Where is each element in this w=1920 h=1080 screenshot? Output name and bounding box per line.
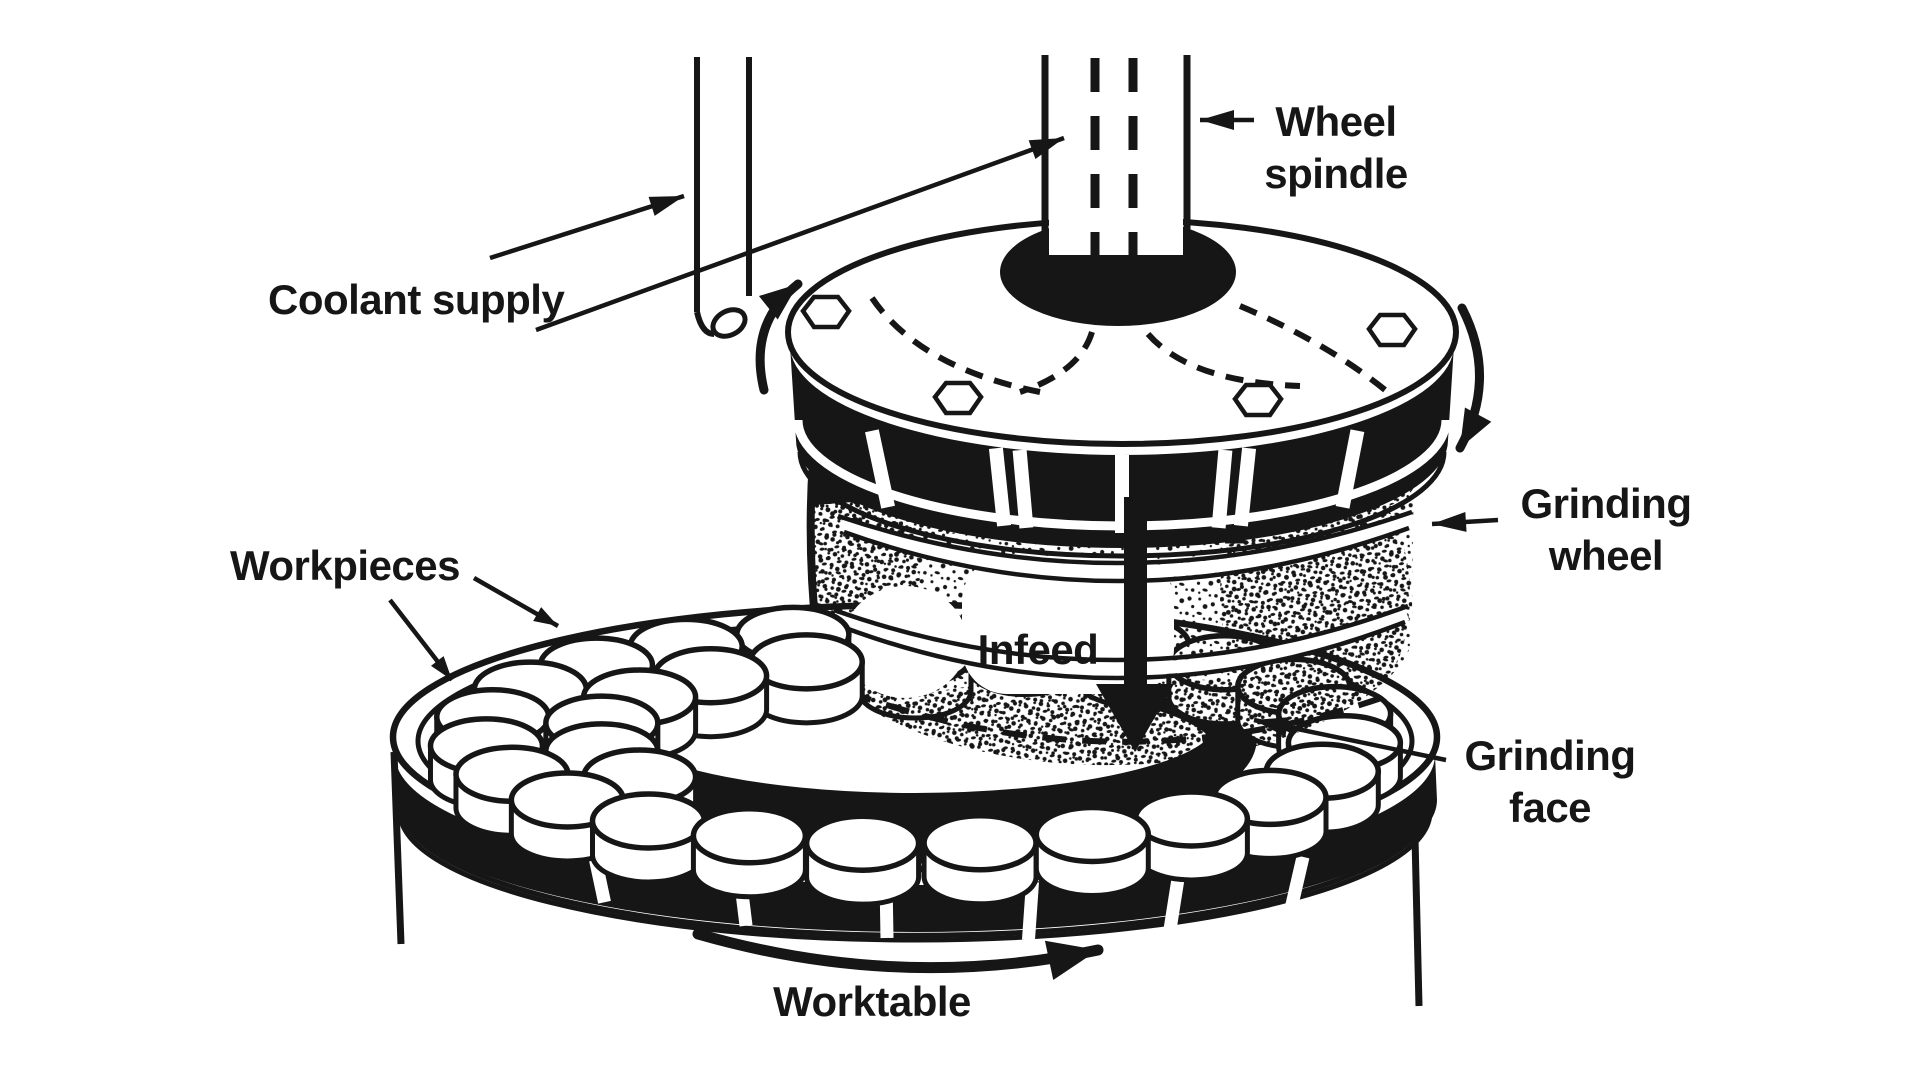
wheel-mount-highlights <box>865 429 1365 533</box>
workpiece <box>1033 804 1152 898</box>
workpieces-leader-2 <box>472 576 560 628</box>
flange-bolts <box>800 294 1418 418</box>
label-grinding-wheel-line1: Grinding <box>1521 480 1692 527</box>
coolant-supply-leader-2 <box>535 135 1065 333</box>
workpieces-front-row <box>427 604 1382 907</box>
grinding-face-leader <box>1253 717 1447 763</box>
label-grinding-wheel-line2: wheel <box>1548 532 1663 579</box>
coolant-supply-leader-1 <box>489 193 685 261</box>
label-coolant-supply: Coolant supply <box>268 276 565 323</box>
wheel-mount <box>785 217 1459 559</box>
workpiece <box>690 805 809 900</box>
hex-bolt-icon <box>1232 382 1284 418</box>
wheel-rotation-arrow-right <box>1455 303 1492 453</box>
worktable-rotation-arrow <box>692 928 1104 980</box>
wheel-mount-bottom-lip <box>797 451 1447 559</box>
workpiece <box>921 813 1039 907</box>
infeed-arrow <box>1096 497 1174 752</box>
label-grinding-face-line2: face <box>1509 784 1591 831</box>
label-wheel-spindle-line2: spindle <box>1264 150 1408 197</box>
workpiece <box>589 791 708 885</box>
hex-bolt-icon <box>800 294 852 330</box>
workpiece <box>803 813 922 907</box>
spindle-shaft <box>1049 55 1183 255</box>
label-wheel-spindle-line1: Wheel <box>1275 98 1396 145</box>
wheel-mount-band <box>790 345 1454 548</box>
flange-face-hidden-lines <box>869 296 1392 397</box>
worktable-lip-line-2 <box>403 820 1427 938</box>
worktable-lip-line-1 <box>397 811 1433 943</box>
hex-bolt-icon <box>932 380 984 416</box>
coolant-pipe <box>694 57 752 339</box>
grinding-wheel-leader <box>1431 511 1499 532</box>
label-worktable: Worktable <box>773 978 971 1025</box>
wheel-rotation-arrow-left <box>755 279 803 395</box>
label-infeed: Infeed <box>978 626 1099 673</box>
label-grinding-face-line1: Grinding <box>1465 732 1636 779</box>
workpieces-leader-1 <box>388 598 454 682</box>
wheel-spindle <box>1041 55 1191 256</box>
hex-bolt-icon <box>1366 312 1418 348</box>
coolant-nozzle <box>710 307 748 339</box>
label-workpieces: Workpieces <box>230 542 460 589</box>
workpiece <box>1132 789 1251 883</box>
leader-lines <box>388 110 1499 763</box>
